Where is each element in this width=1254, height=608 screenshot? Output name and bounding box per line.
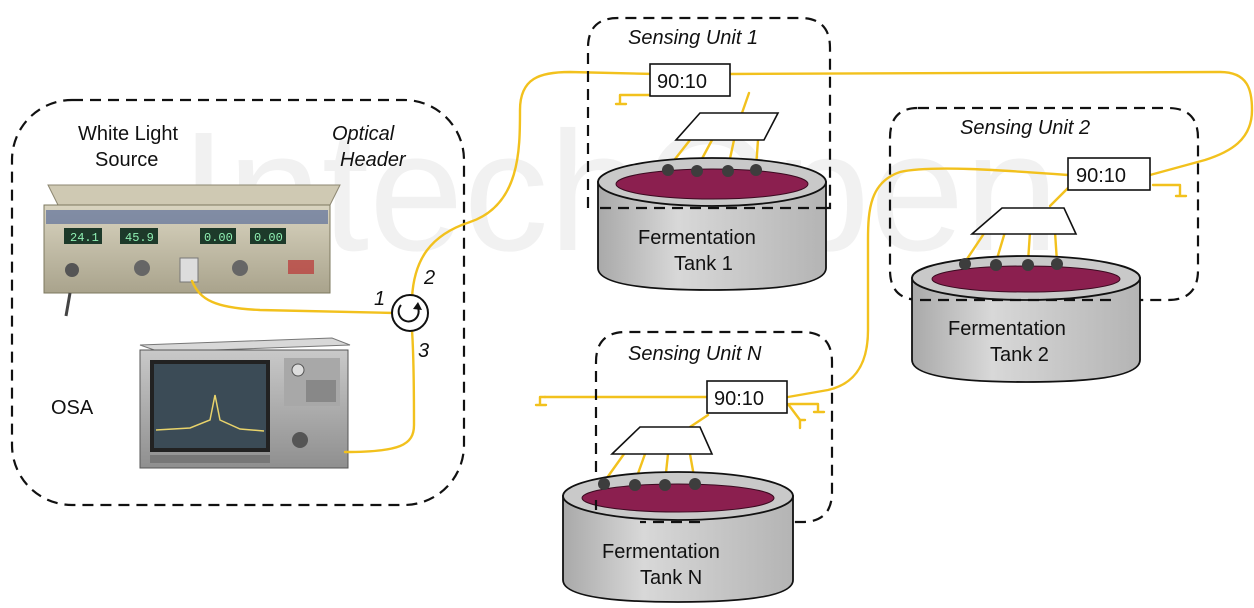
tank-1-line1: Fermentation — [638, 227, 756, 249]
sensing-unit-1-title: Sensing Unit 1 — [628, 27, 758, 49]
circulator-port-2: 2 — [423, 267, 435, 289]
display-2 — [120, 228, 158, 244]
sensing-unit-2-title: Sensing Unit 2 — [960, 117, 1090, 139]
fermentation-tank-n: Fermentation Tank N — [562, 471, 794, 603]
display-4 — [250, 228, 286, 244]
header-label-line2: Header — [340, 149, 407, 171]
fermentation-tank-2: Fermentation Tank 2 — [911, 255, 1141, 383]
display-1 — [64, 228, 102, 244]
tank-n-line1: Fermentation — [602, 541, 720, 563]
source-label-line2: Source — [95, 149, 158, 171]
circulator-port-3: 3 — [418, 340, 429, 362]
white-light-source-instrument: 24.1 45.9 0.00 0.00 — [43, 184, 341, 317]
coupler-n-label: 90:10 — [714, 388, 764, 410]
coupler-1 — [649, 63, 731, 97]
sensor-head-1 — [674, 112, 780, 141]
display-3-text: 0.00 — [204, 231, 233, 245]
fermentation-tank-1: Fermentation Tank 1 — [597, 157, 830, 291]
tank-1-line2: Tank 1 — [674, 253, 733, 275]
sensing-unit-2: Sensing Unit 2 90:10 — [888, 106, 1200, 302]
optical-header-frame — [10, 98, 466, 507]
tank-2-line1: Fermentation — [948, 318, 1066, 340]
display-1-text: 24.1 — [70, 231, 99, 245]
display-3 — [200, 228, 236, 244]
osa-label: OSA — [51, 397, 94, 419]
display-2-text: 45.9 — [125, 231, 154, 245]
display-4-text: 0.00 — [254, 231, 283, 245]
header-label-line1: Optical — [332, 123, 395, 145]
fiber-network — [190, 70, 1254, 484]
coupler-2-label: 90:10 — [1076, 165, 1126, 187]
sensing-unit-1: Sensing Unit 1 90:10 — [586, 16, 832, 210]
tank-2-line2: Tank 2 — [990, 344, 1049, 366]
sensing-unit-n-title: Sensing Unit N — [628, 343, 762, 365]
coupler-1-label: 90:10 — [657, 71, 707, 93]
optical-circulator — [391, 294, 429, 332]
tank-n-line2: Tank N — [640, 567, 702, 589]
sensing-unit-n: Sensing Unit N 90:10 — [594, 330, 834, 524]
circulator-port-1: 1 — [374, 288, 385, 310]
coupler-n — [706, 380, 788, 414]
coupler-2 — [1067, 157, 1151, 191]
source-label-line1: White Light — [78, 123, 178, 145]
osa-instrument — [139, 337, 351, 469]
sensor-head-n — [610, 426, 714, 455]
sensor-head-2 — [969, 207, 1078, 235]
fiber-terminators — [534, 93, 1188, 430]
